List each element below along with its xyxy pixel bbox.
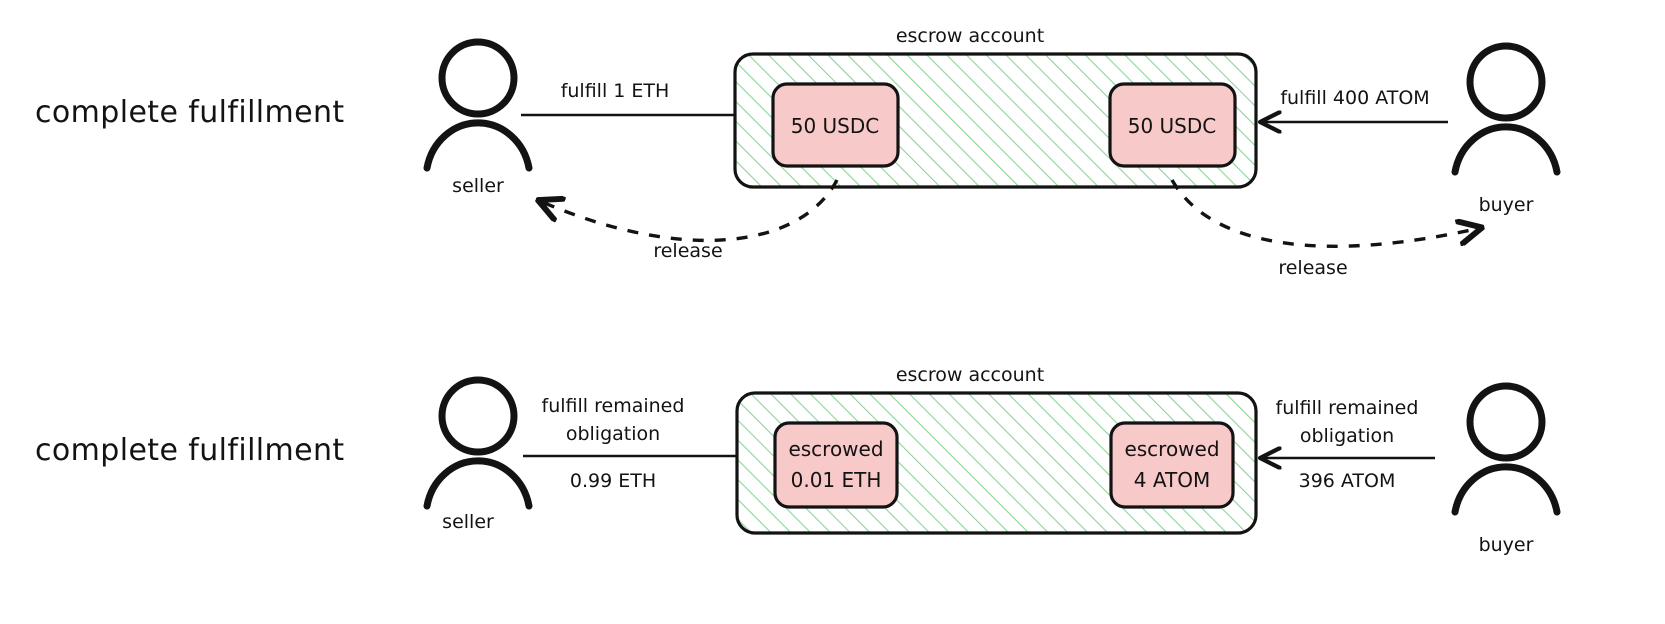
edge-label-fulfill-eth-top: fulfill 1 ETH <box>561 80 670 102</box>
edge-label-remained-left-line2: obligation <box>566 423 660 445</box>
actor-seller-bottom: seller <box>423 376 533 533</box>
row-top: complete fulfillment seller fulfill 1 ET… <box>35 25 1561 279</box>
person-body-icon <box>1451 123 1561 176</box>
asset-rect <box>1108 82 1237 168</box>
asset-box-top-left: 50 USDC <box>771 82 900 168</box>
asset-rect <box>771 82 900 168</box>
asset-label-line1: escrowed <box>1124 437 1219 461</box>
escrow-account-bottom: escrow account escrowed 0.01 ETH escrowe… <box>735 364 1258 535</box>
person-body-icon <box>423 119 533 172</box>
edge-label-remained-left-amount: 0.99 ETH <box>570 470 656 492</box>
asset-rect <box>773 421 899 509</box>
row-label-bottom: complete fulfillment <box>35 433 345 468</box>
actor-label-seller-bottom: seller <box>442 511 494 533</box>
asset-rect <box>1109 421 1235 509</box>
edge-path <box>1170 179 1480 248</box>
escrow-account-top: escrow account 50 USDC 50 USDC <box>733 25 1258 189</box>
actor-buyer-top: buyer <box>1451 42 1561 216</box>
actor-label-seller-top: seller <box>452 175 504 197</box>
actor-seller-top: seller <box>423 38 533 197</box>
edge-label-remained-right-line2: obligation <box>1300 425 1394 447</box>
edge-fulfill-atom-top: fulfill 400 ATOM <box>1262 87 1448 122</box>
escrow-title-bottom: escrow account <box>896 364 1044 386</box>
edge-fulfill-remained-left: fulfill remained obligation 0.99 ETH <box>523 395 772 492</box>
edge-release-right-top: release <box>1170 179 1480 279</box>
asset-box-bottom-left: escrowed 0.01 ETH <box>773 421 899 509</box>
asset-label: 50 USDC <box>1128 114 1217 138</box>
asset-label-line1: escrowed <box>788 437 883 461</box>
edge-release-left-top: release <box>540 179 839 262</box>
escrow-title-top: escrow account <box>896 25 1044 47</box>
edge-path <box>540 179 839 243</box>
person-head-icon <box>438 376 518 456</box>
person-head-icon <box>1466 382 1546 462</box>
row-bottom: complete fulfillment seller fulfill rema… <box>35 364 1561 556</box>
edge-fulfill-remained-right: fulfill remained obligation 396 ATOM <box>1262 397 1435 492</box>
asset-label: 50 USDC <box>791 114 880 138</box>
edge-label-remained-right-amount: 396 ATOM <box>1299 470 1396 492</box>
asset-label-line2: 0.01 ETH <box>791 468 882 492</box>
actor-label-buyer-bottom: buyer <box>1479 534 1534 556</box>
person-head-icon <box>438 38 518 118</box>
asset-label-line2: 4 ATOM <box>1134 468 1210 492</box>
actor-label-buyer-top: buyer <box>1479 194 1534 216</box>
actor-buyer-bottom: buyer <box>1451 382 1561 556</box>
person-body-icon <box>423 457 533 510</box>
person-body-icon <box>1451 463 1561 516</box>
person-head-icon <box>1466 42 1546 122</box>
edge-label-remained-right-line1: fulfill remained <box>1276 397 1419 419</box>
edge-label-remained-left-line1: fulfill remained <box>542 395 685 417</box>
row-label-top: complete fulfillment <box>35 95 345 130</box>
asset-box-bottom-right: escrowed 4 ATOM <box>1109 421 1235 509</box>
edge-fulfill-eth-top: fulfill 1 ETH <box>521 80 770 115</box>
asset-box-top-right: 50 USDC <box>1108 82 1237 168</box>
edge-label-release-right: release <box>1278 257 1347 279</box>
edge-label-release-left: release <box>653 240 722 262</box>
edge-label-fulfill-atom-top: fulfill 400 ATOM <box>1280 87 1429 109</box>
